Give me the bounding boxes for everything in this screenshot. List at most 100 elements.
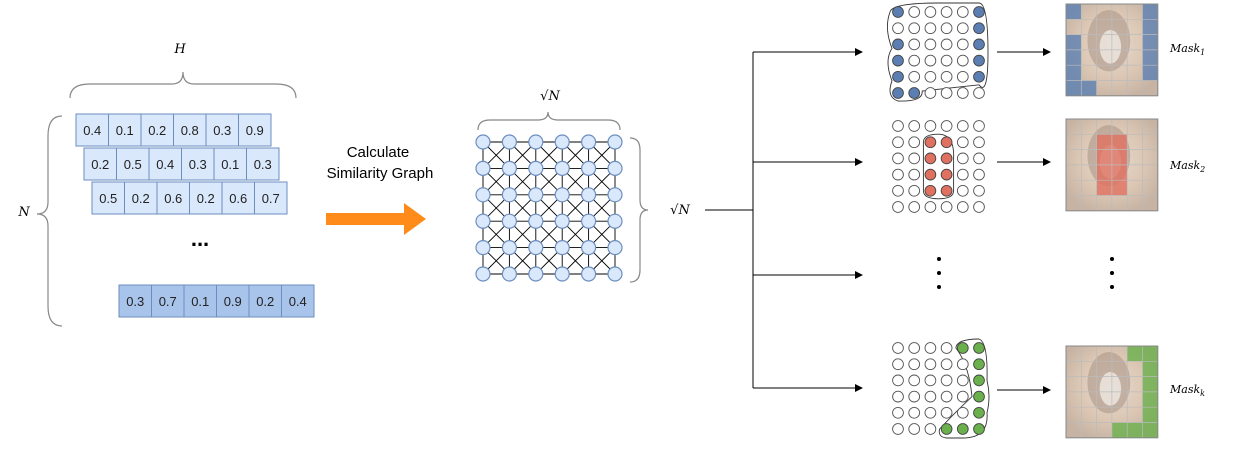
mask-cell <box>1096 149 1112 165</box>
cluster-node <box>940 358 953 371</box>
graph-node <box>607 187 623 203</box>
cluster-node <box>956 87 969 99</box>
graph-side-brace <box>629 137 649 283</box>
graph-node <box>554 134 570 150</box>
graph-node <box>580 160 597 176</box>
cluster-node <box>940 87 953 99</box>
cluster-node <box>892 342 904 354</box>
cluster-node-selected <box>956 423 969 435</box>
graph-node <box>554 266 570 282</box>
graph-node <box>475 213 491 229</box>
graph-node <box>501 160 517 176</box>
vector-cell <box>216 284 250 318</box>
vertical-ellipsis-masks <box>1110 257 1114 289</box>
h-brace <box>69 71 297 99</box>
graph-node <box>580 266 597 282</box>
vector-cell-value: 0.2 <box>132 191 150 206</box>
mask-cell <box>1111 149 1128 165</box>
cluster-node <box>908 54 921 67</box>
cluster-node <box>956 358 969 371</box>
cluster-node <box>924 54 937 67</box>
vector-cell-value: 0.3 <box>126 294 144 309</box>
cluster-node-selected <box>973 423 985 435</box>
cluster-node <box>892 423 904 435</box>
cluster-node <box>892 184 904 197</box>
cluster-node <box>956 54 969 67</box>
vector-cell-value: 0.4 <box>83 123 101 138</box>
graph-node <box>475 160 491 176</box>
mask-cell <box>1142 407 1158 423</box>
cluster-node <box>908 22 921 35</box>
graph-node <box>554 240 570 256</box>
cluster-node <box>908 70 921 83</box>
vector-cell <box>151 284 185 318</box>
cluster-node-selected <box>973 358 985 371</box>
cluster-node-selected <box>940 152 953 165</box>
cluster-node <box>940 342 953 354</box>
vector-cell-value: 0.2 <box>256 294 274 309</box>
cluster-node <box>908 342 921 354</box>
vector-cell <box>189 181 223 215</box>
cluster-node <box>973 201 985 213</box>
mask-cell <box>1066 80 1082 96</box>
cluster-k-outline <box>938 338 990 439</box>
cluster-1-grid <box>887 2 989 102</box>
cluster-node-selected <box>892 54 904 67</box>
cluster-node-selected <box>940 136 953 149</box>
dog-muzzle-shape <box>1099 30 1122 64</box>
cluster-node <box>892 406 904 419</box>
vertical-ellipsis-clusters <box>937 257 941 289</box>
cluster-node-selected <box>892 38 904 51</box>
vector-cell-value: 0.3 <box>213 123 231 138</box>
cluster-node <box>956 168 969 181</box>
graph-node <box>475 266 491 282</box>
vector-cell <box>75 113 109 147</box>
graph-node <box>554 160 570 176</box>
vector-cell-value: 0.1 <box>221 157 239 172</box>
cluster-node <box>908 136 921 149</box>
cluster-2-grid <box>892 120 985 213</box>
cluster-node <box>924 87 937 99</box>
cluster-node-selected <box>940 184 953 197</box>
cluster-node-selected <box>940 423 953 435</box>
cluster-node <box>924 358 937 371</box>
cluster-node-selected <box>973 390 985 403</box>
mask-cell <box>1142 4 1158 20</box>
n-label: N <box>17 205 30 220</box>
cluster-node <box>940 120 953 132</box>
cluster-node <box>892 136 904 149</box>
mask-1-label: Mask1 <box>1169 42 1205 57</box>
cluster-node-selected <box>924 184 937 197</box>
dog-muzzle-shape <box>1099 372 1122 406</box>
cluster-node-selected <box>892 70 904 83</box>
graph-node <box>607 240 623 256</box>
mask-cell <box>1096 164 1112 181</box>
graph-node <box>475 240 491 256</box>
cluster-node-selected <box>924 152 937 165</box>
vector-cell-value: 0.6 <box>164 191 182 206</box>
cluster-node <box>940 54 953 67</box>
vector-cell <box>248 284 282 318</box>
vector-cell-value: 0.9 <box>224 294 242 309</box>
vector-cell <box>254 181 288 215</box>
cluster-node <box>924 423 937 435</box>
mask-cell <box>1127 422 1143 438</box>
mask-cell <box>1096 180 1112 196</box>
mask-cell <box>1111 134 1128 150</box>
mask-cell <box>1142 34 1158 50</box>
cluster-node <box>908 201 921 213</box>
cluster-node <box>956 38 969 51</box>
cluster-node <box>940 201 953 213</box>
mask-cell <box>1142 346 1158 362</box>
mask-cell <box>1111 180 1128 196</box>
vector-cell-value: 0.6 <box>229 191 247 206</box>
graph-node <box>528 266 544 282</box>
cluster-node <box>924 38 937 51</box>
graph-node <box>528 134 544 150</box>
mask-cell <box>1142 376 1158 392</box>
cluster-node <box>892 390 904 403</box>
cluster-node <box>956 70 969 83</box>
